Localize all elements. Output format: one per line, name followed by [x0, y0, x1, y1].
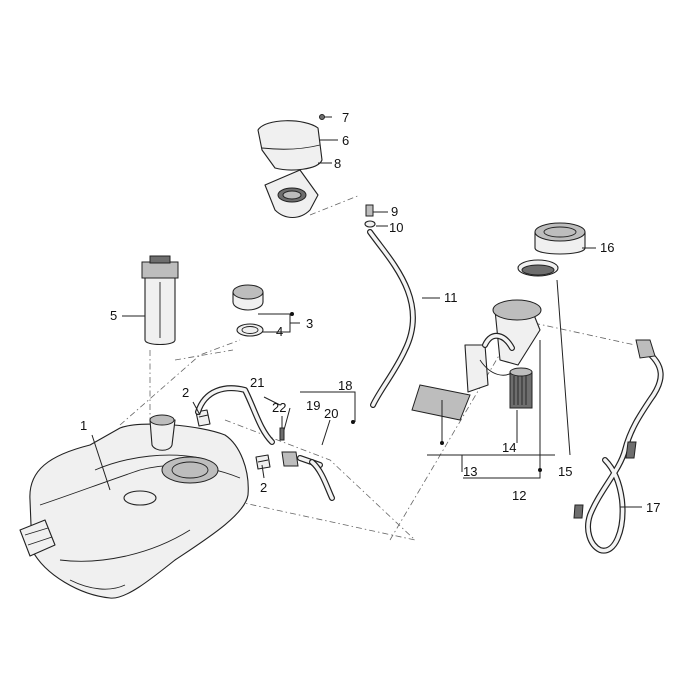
callout-20: 20	[324, 406, 338, 421]
callout-18: 18	[338, 378, 352, 393]
pump-lock-ring	[534, 222, 586, 255]
callout-5: 5	[110, 308, 117, 323]
tank-cover	[257, 120, 323, 171]
fuel-hose	[195, 385, 275, 445]
fuel-pump-assembly	[411, 299, 542, 421]
cover-screw	[319, 114, 332, 120]
callout-3: 3	[306, 316, 313, 331]
fuel-cap	[232, 284, 264, 311]
callout-15: 15	[558, 464, 572, 479]
callout-14: 14	[502, 440, 516, 455]
valve-clip	[279, 427, 285, 441]
fuel-delivery-hose	[573, 339, 664, 554]
callout-4: 4	[276, 324, 283, 339]
assembly-guide-lines	[119, 194, 636, 541]
callout-7: 7	[342, 110, 349, 125]
hose-clip-lower	[255, 454, 271, 470]
vent-washer	[364, 220, 376, 228]
callout-13: 13	[463, 464, 477, 479]
callout-2-lower: 2	[260, 480, 267, 495]
callout-2-upper: 2	[182, 385, 189, 400]
callout-22: 22	[272, 400, 286, 415]
callout-labels: 1 2 2 3 4 5 6 7 8 9 10 11 12 13 14 15 16…	[80, 110, 660, 515]
vent-hose	[367, 229, 416, 408]
callout-8: 8	[334, 156, 341, 171]
callout-1: 1	[80, 418, 87, 433]
callout-9: 9	[391, 204, 398, 219]
fuel-tank	[19, 414, 249, 599]
drain-hose	[309, 459, 335, 501]
callout-12: 12	[512, 488, 526, 503]
callout-16: 16	[600, 240, 614, 255]
pump-seal-ring	[517, 259, 559, 277]
callout-21: 21	[250, 375, 264, 390]
vent-valve	[365, 204, 374, 217]
check-valve	[281, 451, 299, 467]
cover-bracket	[264, 169, 319, 219]
callout-19: 19	[306, 398, 320, 413]
callout-10: 10	[389, 220, 403, 235]
fuel-level-sender	[141, 255, 179, 346]
callout-17: 17	[646, 500, 660, 515]
callout-11: 11	[444, 290, 458, 305]
leader-lines	[91, 139, 642, 508]
callout-6: 6	[342, 133, 349, 148]
fuel-filter	[509, 367, 533, 409]
fuel-cap-gasket	[236, 323, 264, 337]
